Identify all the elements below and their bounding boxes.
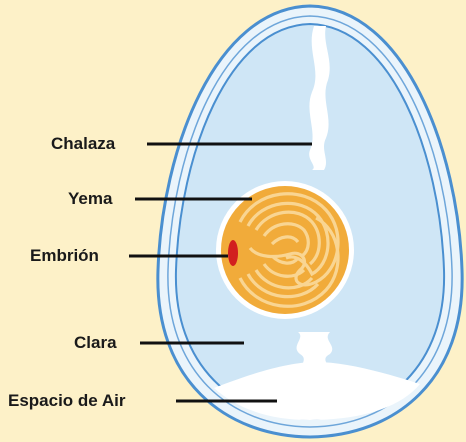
label-chalaza: Chalaza	[51, 134, 116, 153]
label-clara: Clara	[74, 333, 117, 352]
embryo	[228, 240, 238, 266]
label-espacio-aire: Espacio de Air	[8, 391, 126, 410]
label-yema: Yema	[68, 189, 113, 208]
label-embrion: Embrión	[30, 246, 99, 265]
